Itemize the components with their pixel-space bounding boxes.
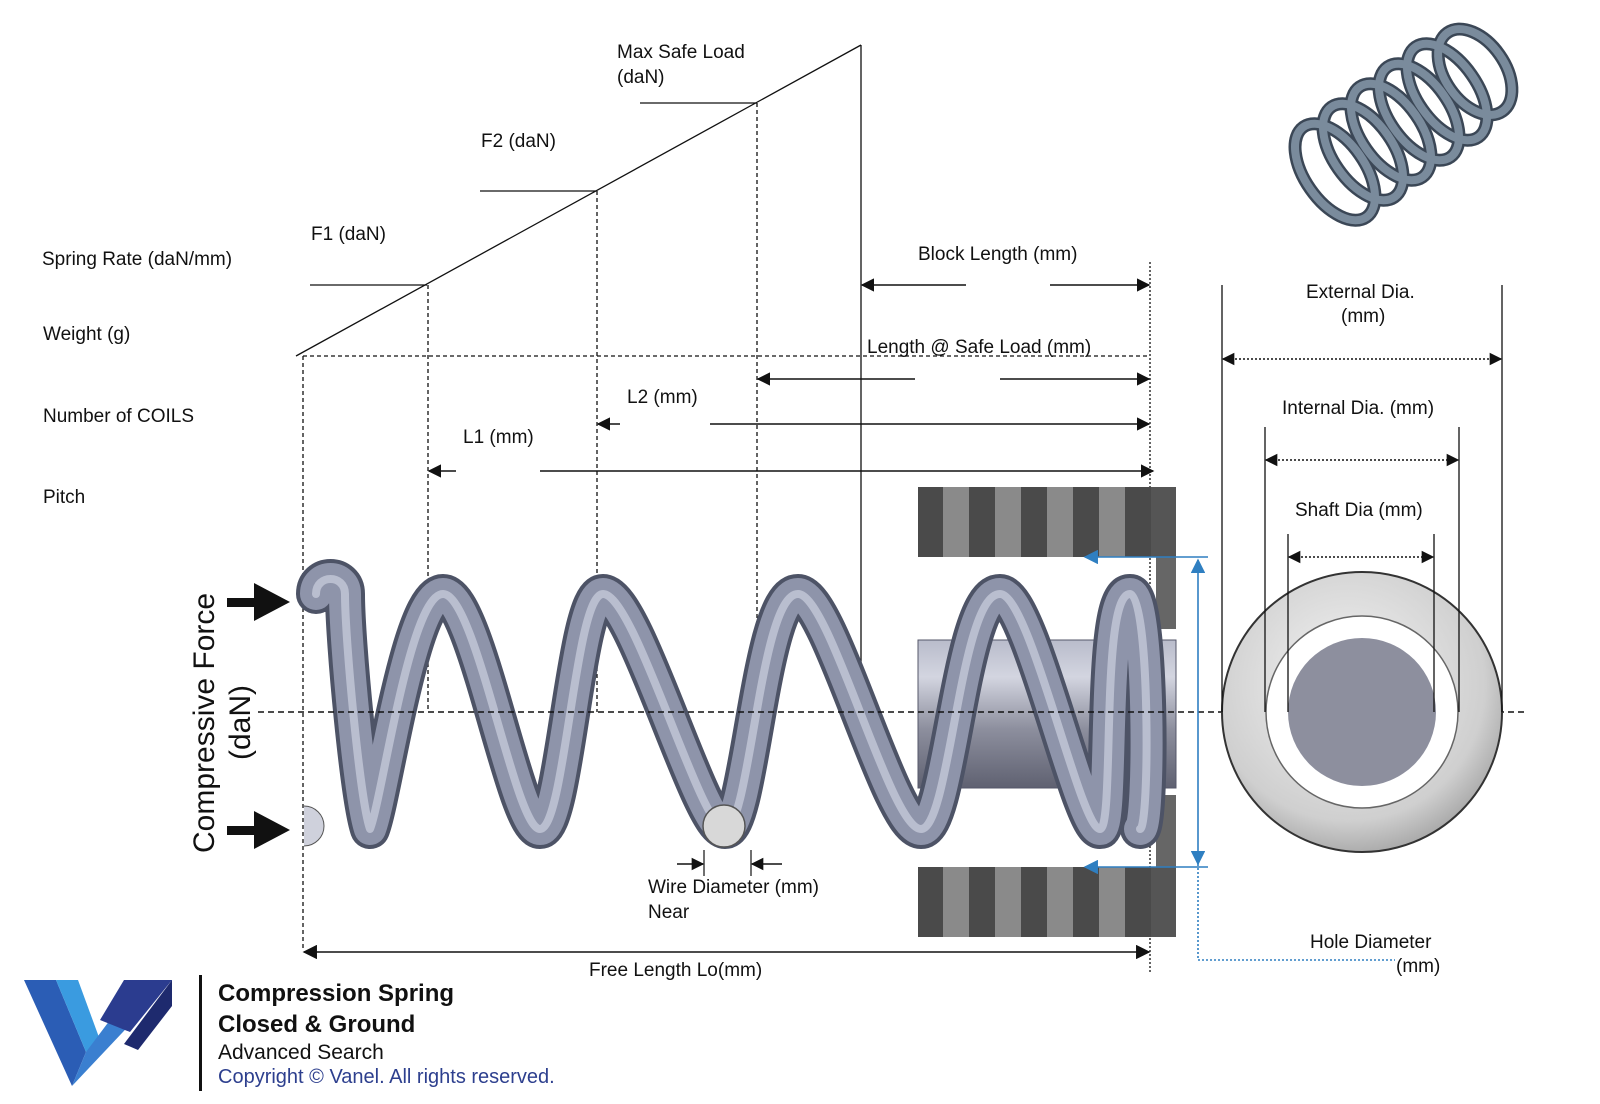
internal-dia-label: Internal Dia. (mm) <box>1282 398 1434 419</box>
external-dia-unit: (mm) <box>1341 306 1385 327</box>
footer-divider <box>199 975 202 1091</box>
product-title-line2: Closed & Ground <box>218 1011 416 1038</box>
block-length-label: Block Length (mm) <box>918 244 1077 265</box>
l2-label: L2 (mm) <box>627 387 698 408</box>
product-subtitle: Advanced Search <box>218 1041 384 1064</box>
external-dia-label: External Dia. <box>1306 282 1415 303</box>
weight-label: Weight (g) <box>43 324 130 345</box>
compressive-force-unit: (daN) <box>224 685 257 760</box>
spring-side-view <box>296 559 1167 849</box>
housing-bottom <box>918 795 1176 937</box>
spring-3d-icon <box>1288 22 1519 227</box>
load-ramp-line <box>295 44 862 357</box>
vanel-logo <box>24 980 172 1086</box>
num-coils-label: Number of COILS <box>43 406 194 427</box>
compressive-force-label: Compressive Force <box>188 593 221 853</box>
wire-diameter-label: Wire Diameter (mm) <box>648 877 819 898</box>
hole-diameter-label: Hole Diameter <box>1310 932 1432 953</box>
hole-diameter-dimension <box>1083 549 1395 961</box>
wire-cross-section <box>702 804 746 848</box>
copyright-text: Copyright © Vanel. All rights reserved. <box>218 1066 555 1088</box>
l1-label: L1 (mm) <box>463 427 534 448</box>
f2-label: F2 (daN) <box>481 131 556 152</box>
hole-diameter-unit: (mm) <box>1396 956 1440 977</box>
length-safe-load-label: Length @ Safe Load (mm) <box>867 337 1091 358</box>
wire-end-section <box>303 805 325 847</box>
wire-diameter-near: Near <box>648 902 690 923</box>
spring-rate-label: Spring Rate (daN/mm) <box>42 249 232 270</box>
force-arrow-icon <box>227 583 290 849</box>
pitch-label: Pitch <box>43 487 85 508</box>
max-safe-load-label: Max Safe Load <box>617 42 745 63</box>
max-safe-load-unit: (daN) <box>617 67 665 88</box>
product-title-line1: Compression Spring <box>218 980 455 1007</box>
free-length-label: Free Length Lo(mm) <box>589 960 762 981</box>
footer-text: Compression Spring Closed & Ground Advan… <box>218 978 555 1090</box>
shaft-dia-label: Shaft Dia (mm) <box>1295 500 1423 521</box>
housing-top <box>918 487 1176 629</box>
shaft-end-view <box>1288 638 1436 786</box>
f1-label: F1 (daN) <box>311 224 386 245</box>
